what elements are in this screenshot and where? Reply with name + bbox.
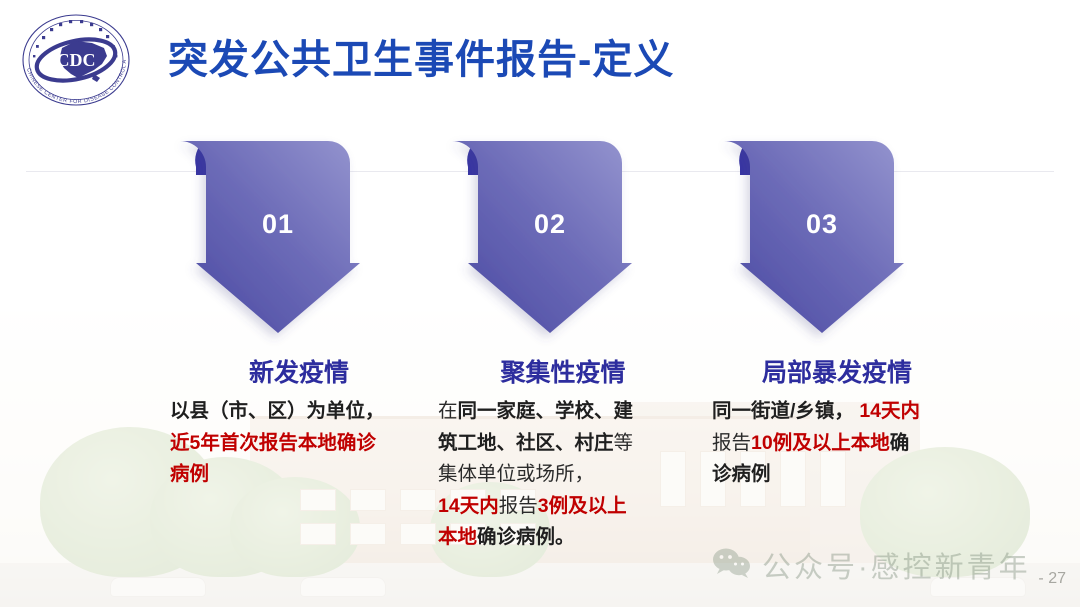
text-run: 10例及以上本地 bbox=[751, 431, 890, 454]
photo-window bbox=[780, 451, 806, 507]
svg-text:CDC: CDC bbox=[57, 50, 96, 70]
page-title: 突发公共卫生事件报告-定义 bbox=[168, 38, 675, 82]
photo-window bbox=[700, 451, 726, 507]
text-line: 同一街道/乡镇， 14天内 bbox=[712, 396, 962, 428]
text-line: 近5年首次报告本地确诊 bbox=[170, 428, 428, 460]
text-run: 筑工地、社区、村庄 bbox=[438, 431, 614, 454]
text-run: 近5年首次报告本地确诊 bbox=[170, 431, 376, 454]
text-run: 以县（市、区）为单位， bbox=[170, 400, 385, 422]
photo-tree-2 bbox=[150, 457, 300, 577]
text-line: 报告10例及以上本地确 bbox=[712, 428, 962, 460]
text-line: 14天内报告3例及以上 bbox=[438, 491, 688, 523]
china-cdc-logo: CDC CHINESE CENTER FOR DISEASE CONTROL A… bbox=[12, 4, 138, 106]
text-run: 同一家庭、学校、建 bbox=[457, 400, 634, 422]
text-line: 筑工地、社区、村庄等 bbox=[438, 428, 688, 460]
text-line: 诊病例 bbox=[712, 459, 962, 491]
text-run: 14天内 bbox=[853, 400, 921, 422]
column-heading-1: 新发疫情 bbox=[248, 359, 349, 387]
column-body-2: 在同一家庭、学校、建筑工地、社区、村庄等集体单位或场所，14天内报告3例及以上本… bbox=[438, 396, 688, 554]
photo-tree-1 bbox=[40, 427, 220, 577]
text-run: 在 bbox=[438, 400, 458, 422]
photo-car-2 bbox=[300, 577, 386, 597]
text-run: 报告 bbox=[712, 431, 752, 454]
page-number: - 27 bbox=[1038, 570, 1066, 587]
photo-window bbox=[400, 489, 436, 511]
photo-tree-3 bbox=[230, 477, 360, 577]
photo-window bbox=[300, 489, 336, 511]
text-line: 病例 bbox=[170, 459, 428, 491]
photo-car-3 bbox=[930, 577, 1026, 597]
text-run: 报告 bbox=[498, 494, 538, 517]
photo-window bbox=[740, 451, 766, 507]
step-arrow-02[interactable]: 02 bbox=[452, 137, 632, 342]
column-body-3: 同一街道/乡镇， 14天内报告10例及以上本地确诊病例 bbox=[712, 396, 962, 491]
photo-window bbox=[820, 451, 846, 507]
text-run: 病例 bbox=[170, 463, 210, 486]
photo-building-rear bbox=[620, 402, 920, 577]
definition-column-1: 新发疫情 以县（市、区）为单位， 近5年首次报告本地确诊病例 bbox=[170, 358, 428, 491]
text-run: 集体单位或场所， bbox=[438, 463, 595, 486]
column-body-1: 以县（市、区）为单位， 近5年首次报告本地确诊病例 bbox=[170, 396, 428, 491]
text-run: 本地 bbox=[438, 526, 478, 549]
text-run: 3例及以上 bbox=[537, 494, 627, 517]
step-arrow-01[interactable]: 01 bbox=[180, 137, 360, 342]
photo-window bbox=[450, 489, 486, 511]
photo-window bbox=[350, 523, 386, 545]
text-run: 确诊病例。 bbox=[477, 526, 575, 549]
column-heading-2: 聚集性疫情 bbox=[500, 359, 626, 387]
step-arrow-03[interactable]: 03 bbox=[724, 137, 904, 342]
photo-tree-4 bbox=[430, 482, 550, 577]
photo-window bbox=[350, 489, 386, 511]
text-run: 14天内 bbox=[438, 494, 499, 517]
photo-window bbox=[500, 523, 536, 545]
definition-column-2: 聚集性疫情 在同一家庭、学校、建筑工地、社区、村庄等集体单位或场所，14天内报告… bbox=[438, 358, 688, 554]
photo-window bbox=[660, 451, 686, 507]
text-line: 集体单位或场所， bbox=[438, 459, 688, 491]
photo-window bbox=[300, 523, 336, 545]
photo-ground bbox=[0, 563, 1080, 607]
background-photo bbox=[0, 307, 1080, 607]
text-run: 确 bbox=[889, 431, 910, 454]
photo-window bbox=[500, 489, 536, 511]
text-line: 本地确诊病例。 bbox=[438, 522, 688, 554]
photo-building-main bbox=[250, 416, 810, 569]
text-line: 以县（市、区）为单位， bbox=[170, 396, 428, 428]
photo-window bbox=[400, 523, 436, 545]
column-heading-3: 局部暴发疫情 bbox=[761, 359, 912, 387]
definition-column-3: 局部暴发疫情 同一街道/乡镇， 14天内报告10例及以上本地确诊病例 bbox=[712, 358, 962, 491]
text-run: 等 bbox=[613, 431, 634, 454]
watermark-text: 公众号·感控新青年 bbox=[762, 552, 1031, 584]
text-run: 同一街道/乡镇， bbox=[712, 400, 854, 422]
wechat-icon bbox=[712, 547, 752, 584]
photo-sky bbox=[0, 307, 1080, 607]
text-run: 诊病例 bbox=[712, 463, 771, 486]
text-line: 在同一家庭、学校、建 bbox=[438, 396, 688, 428]
photo-car-1 bbox=[110, 577, 206, 597]
photo-tree-5 bbox=[860, 447, 1030, 577]
photo-window bbox=[450, 523, 486, 545]
wechat-watermark: 公众号·感控新青年 bbox=[712, 544, 1031, 586]
